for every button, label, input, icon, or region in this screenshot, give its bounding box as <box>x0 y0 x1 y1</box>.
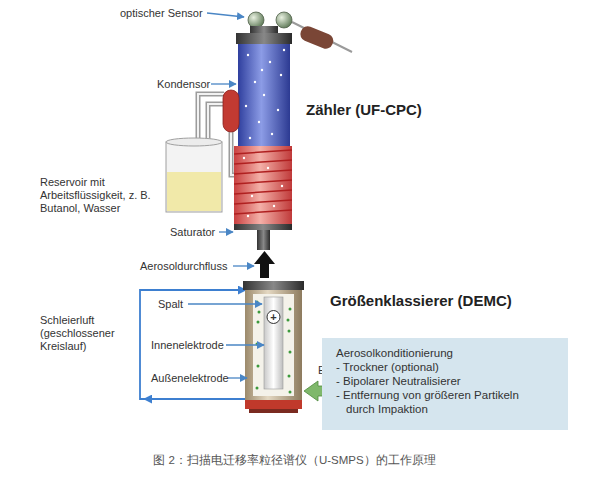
sensor-label: optischer Sensor <box>120 7 203 20</box>
counter-heading: Zähler (UF-CPC) <box>306 101 422 119</box>
reservoir-label: Reservoir mit Arbeitsflüssigkeit, z. B. … <box>40 176 165 215</box>
conditioning-box: Aerosolkonditionierung- Trockner (option… <box>322 338 568 430</box>
condenser-label: Kondensor <box>157 78 210 91</box>
figure-caption: 图 2：扫描电迁移率粒径谱仪（U-SMPS）的工作原理 <box>0 453 589 468</box>
polarity-symbol: + <box>267 311 280 323</box>
saturator-label: Saturator <box>170 226 215 239</box>
sheath-air-label: Schleierluft (geschlossener Kreislauf) <box>40 314 132 353</box>
box-item: - Entfernung von größeren Partikeln durc… <box>336 388 536 416</box>
inner-electrode-label: Innenelektrode <box>151 339 224 352</box>
box-item: - Bipolarer Neutralisierer <box>336 374 536 388</box>
outer-electrode-label: Außenelektrode <box>151 372 229 385</box>
box-item: - Trockner (optional) <box>336 360 536 374</box>
flow-label: Aerosoldurchfluss <box>140 260 227 273</box>
classifier-heading: Größenklassierer (DEMC) <box>330 292 512 310</box>
box-heading: Aerosolkonditionierung <box>336 346 556 360</box>
gap-label: Spalt <box>158 298 183 311</box>
